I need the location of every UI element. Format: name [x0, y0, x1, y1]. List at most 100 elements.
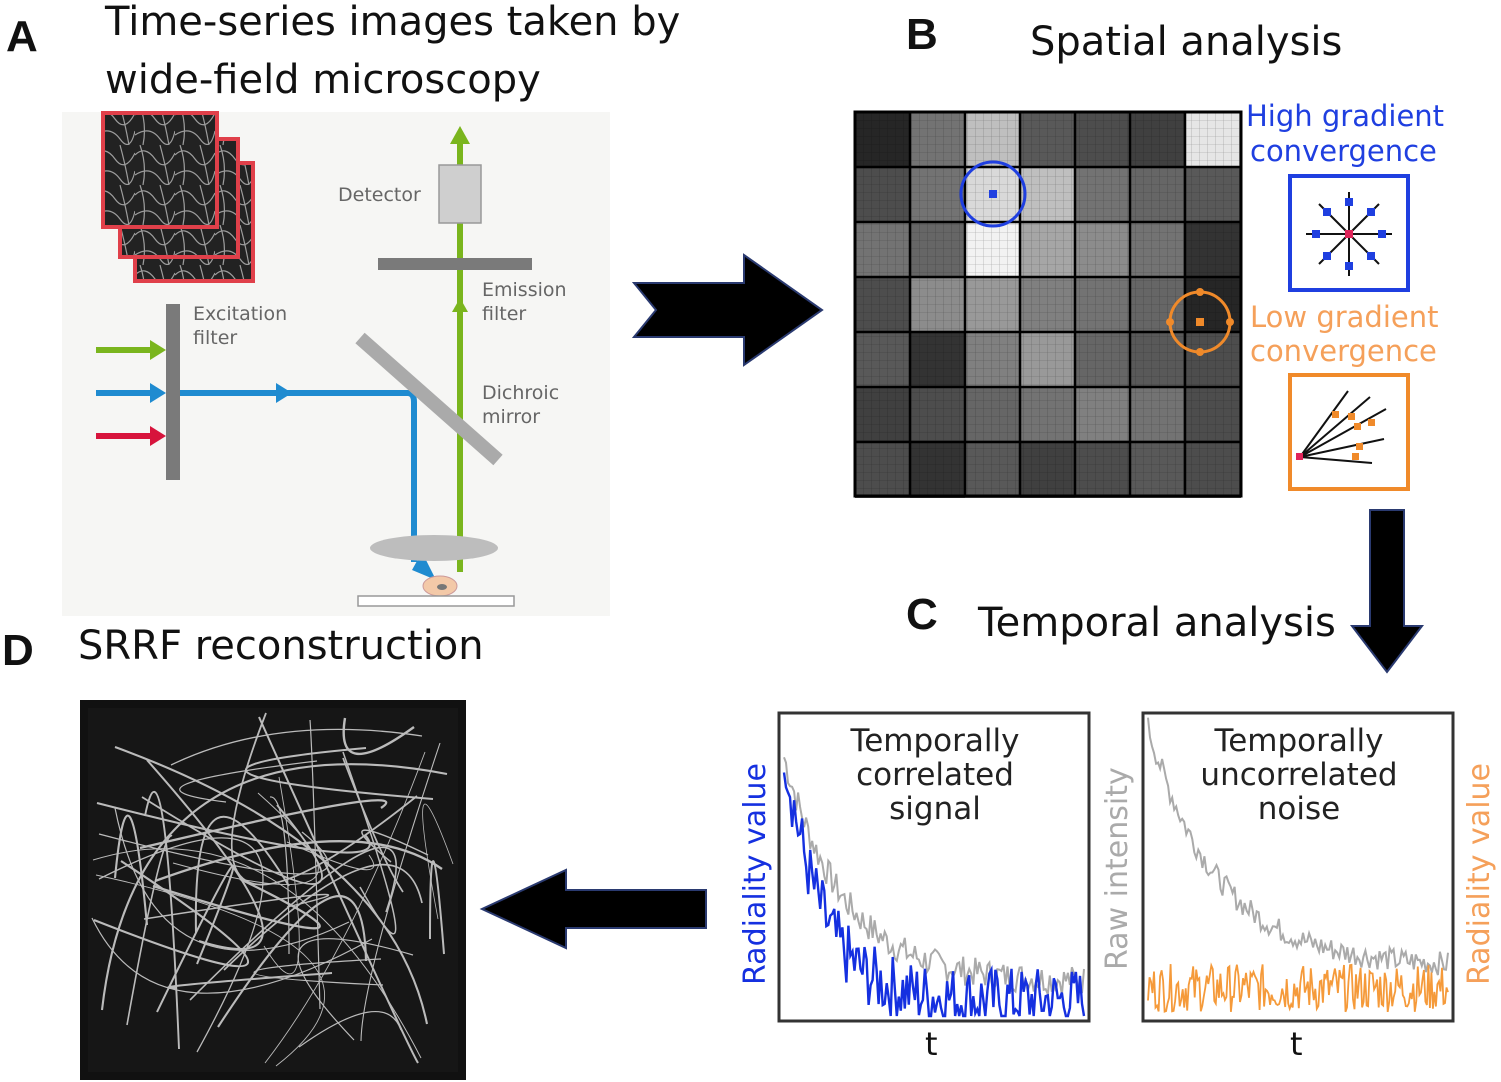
panel-c-title: Temporal analysis — [978, 600, 1336, 646]
red-input-arrowhead — [150, 426, 166, 446]
excitation-filter-bar — [166, 304, 180, 480]
time-series-stack — [101, 111, 255, 283]
filament — [342, 717, 415, 755]
excitation-filter-label-line1: Excitation — [193, 303, 288, 325]
arrow-c-to-d — [479, 868, 707, 950]
emission-arrowhead — [450, 126, 470, 144]
signal-plot-ylabel: Radiality value — [738, 763, 773, 985]
excitation-mid-arrowhead — [276, 383, 292, 403]
filament — [361, 829, 429, 863]
filament — [154, 840, 443, 883]
filament — [217, 895, 368, 1028]
filament — [93, 860, 249, 968]
filament — [143, 893, 330, 920]
objective-lens — [370, 535, 498, 561]
filament — [189, 846, 397, 1001]
low-convergence-vector-box — [1288, 373, 1410, 491]
noise-plot — [1141, 711, 1455, 1023]
arrow-b-to-c — [1349, 509, 1425, 674]
arrow-a-to-b — [631, 253, 824, 367]
filament — [156, 864, 235, 1013]
high-convergence-circle — [959, 160, 1027, 228]
filament — [263, 776, 300, 975]
raw-intensity-ylabel: Raw intensity — [1100, 767, 1135, 970]
filament — [91, 917, 373, 994]
filament — [114, 807, 350, 951]
raw-intensity-trace-right — [1147, 717, 1449, 976]
panel-letter-b: B — [906, 10, 938, 59]
filament — [100, 763, 448, 1011]
filament — [286, 841, 375, 871]
filament-network — [91, 712, 454, 1067]
signal-plot-title-line1: Temporally — [850, 723, 1020, 759]
filament — [297, 938, 414, 1041]
panel-letter-d: D — [2, 626, 34, 675]
noise-plot-frame — [1141, 711, 1455, 1023]
frame-1 — [101, 111, 219, 229]
radiality-signal-trace — [782, 772, 1086, 1018]
filament — [170, 728, 423, 766]
emission-mid-arrowhead — [452, 298, 468, 312]
excitation-beam — [180, 390, 417, 562]
filament — [146, 759, 264, 950]
filament — [139, 799, 388, 850]
noise-plot-title-line3: noise — [1257, 791, 1341, 827]
panel-b-title: Spatial analysis — [1030, 19, 1343, 65]
srrf-reconstruction-image — [80, 700, 466, 1080]
high-gradient-label-line2: convergence — [1250, 134, 1437, 168]
low-gradient-label-line1: Low gradient — [1250, 300, 1439, 334]
filament — [309, 719, 321, 1010]
filament — [298, 1010, 402, 1048]
raw-intensity-trace-left — [783, 756, 1085, 995]
filament — [422, 803, 454, 920]
dichroic-mirror-label-line1: Dichroic — [482, 382, 560, 404]
filament — [429, 860, 445, 955]
emission-filter-label-line1: Emission — [482, 279, 567, 301]
filament — [144, 790, 180, 1050]
low-convergence-center — [1196, 318, 1204, 326]
filament — [245, 747, 434, 800]
excitation-filter-label-line2: filter — [193, 327, 238, 349]
filament — [172, 792, 319, 886]
slide — [357, 595, 515, 607]
panel-a-title-line2: wide-field microscopy — [105, 57, 541, 103]
noise-plot-title-line2: uncorrelated — [1200, 757, 1398, 793]
green-input-arrowhead — [150, 340, 166, 360]
radiality-noise-trace — [1147, 962, 1449, 1013]
filament — [194, 815, 290, 934]
signal-plot-xlabel: t — [925, 1025, 938, 1063]
signal-plot-title-line2: correlated — [856, 757, 1014, 793]
filament — [258, 716, 419, 1064]
excitation-end-arrowhead — [412, 552, 436, 580]
filament — [269, 796, 290, 955]
dichroic-mirror-label-line2: mirror — [482, 406, 541, 428]
noise-plot-ylabel: Radiality value — [1462, 763, 1497, 985]
panel-letter-a: A — [6, 12, 38, 61]
filament — [114, 746, 429, 1025]
emission-filter-bar — [378, 258, 532, 270]
filament — [95, 874, 326, 1067]
emission-filter-label-line2: filter — [482, 303, 527, 325]
pixel-grid — [853, 110, 1243, 498]
filament — [264, 751, 426, 1064]
signal-plot-title-line3: signal — [889, 791, 981, 827]
panel-a-title-line1: Time-series images taken by — [105, 0, 681, 45]
detector-box — [438, 164, 482, 224]
noise-plot-title-line1: Temporally — [1214, 723, 1384, 759]
noise-plot-xlabel: t — [1290, 1025, 1303, 1063]
filament — [141, 796, 323, 885]
high-convergence-vector-box — [1288, 174, 1410, 292]
panel-d-title: SRRF reconstruction — [78, 623, 484, 669]
high-gradient-label-line1: High gradient — [1246, 99, 1445, 133]
cell-nucleus — [437, 584, 447, 590]
filament — [167, 972, 333, 989]
dichroic-mirror — [355, 332, 503, 466]
blue-input-arrowhead — [150, 383, 166, 403]
low-gradient-label-line2: convergence — [1250, 334, 1437, 368]
panel-letter-c: C — [906, 590, 938, 639]
microscope-optics — [96, 126, 532, 607]
filament — [230, 712, 418, 886]
filament — [126, 835, 173, 1026]
signal-plot — [777, 711, 1091, 1023]
filament — [360, 742, 441, 1042]
